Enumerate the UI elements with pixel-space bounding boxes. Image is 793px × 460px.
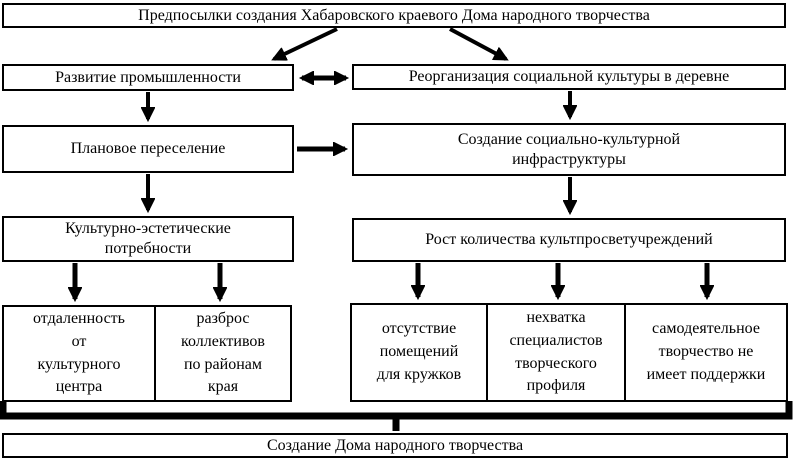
node-no-rooms-label: отсутствие помещений для кружков: [376, 320, 462, 383]
node-infrastructure-label: Создание социально-культурной инфраструк…: [457, 130, 681, 168]
node-premises-title-label: Предпосылки создания Хабаровского краево…: [138, 6, 650, 24]
node-resettlement-label: Плановое переселение: [70, 140, 226, 157]
node-industry-label: Развитие промышленности: [55, 68, 241, 86]
node-growth-label: Рост количества культпросветучреждений: [425, 231, 713, 248]
arrow-title-to-reorg: [449, 27, 506, 61]
node-scatter-label: разброс коллективов по районам края: [181, 310, 265, 396]
merge-bracket: [0, 401, 793, 420]
node-needs-label: Культурно-эстетические потребности: [65, 220, 231, 257]
arrow-title-to-industry: [274, 27, 338, 61]
node-no-support-label: самодеятельное творчество не имеет подде…: [646, 320, 766, 383]
node-result-label: Создание Дома народного творчества: [266, 436, 524, 454]
node-reorg: Реорганизация социальной культуры в дере…: [352, 64, 786, 90]
node-no-rooms: отсутствие помещений для кружков: [352, 305, 486, 400]
node-growth: Рост количества культпросветучреждений: [352, 218, 786, 262]
node-remoteness: отдаленность от культурного центра: [4, 307, 154, 400]
node-infrastructure: Создание социально-культурной инфраструк…: [352, 123, 786, 176]
node-group-right-factors: отсутствие помещений для кружков нехватк…: [350, 303, 788, 402]
node-needs: Культурно-эстетические потребности: [2, 216, 294, 262]
node-industry: Развитие промышленности: [2, 64, 294, 91]
node-no-support: самодеятельное творчество не имеет подде…: [624, 305, 786, 400]
node-scatter: разброс коллективов по районам края: [154, 307, 290, 400]
node-reorg-label: Реорганизация социальной культуры в дере…: [408, 68, 730, 85]
node-resettlement: Плановое переселение: [2, 125, 294, 173]
node-result: Создание Дома народного творчества: [2, 433, 788, 458]
node-group-left-factors: отдаленность от культурного центра разбр…: [2, 305, 292, 402]
node-no-specialists: нехватка специалистов творческого профил…: [486, 305, 624, 400]
node-no-specialists-label: нехватка специалистов творческого профил…: [509, 309, 603, 395]
node-remoteness-label: отдаленность от культурного центра: [33, 310, 125, 396]
node-premises-title: Предпосылки создания Хабаровского краево…: [2, 3, 786, 28]
